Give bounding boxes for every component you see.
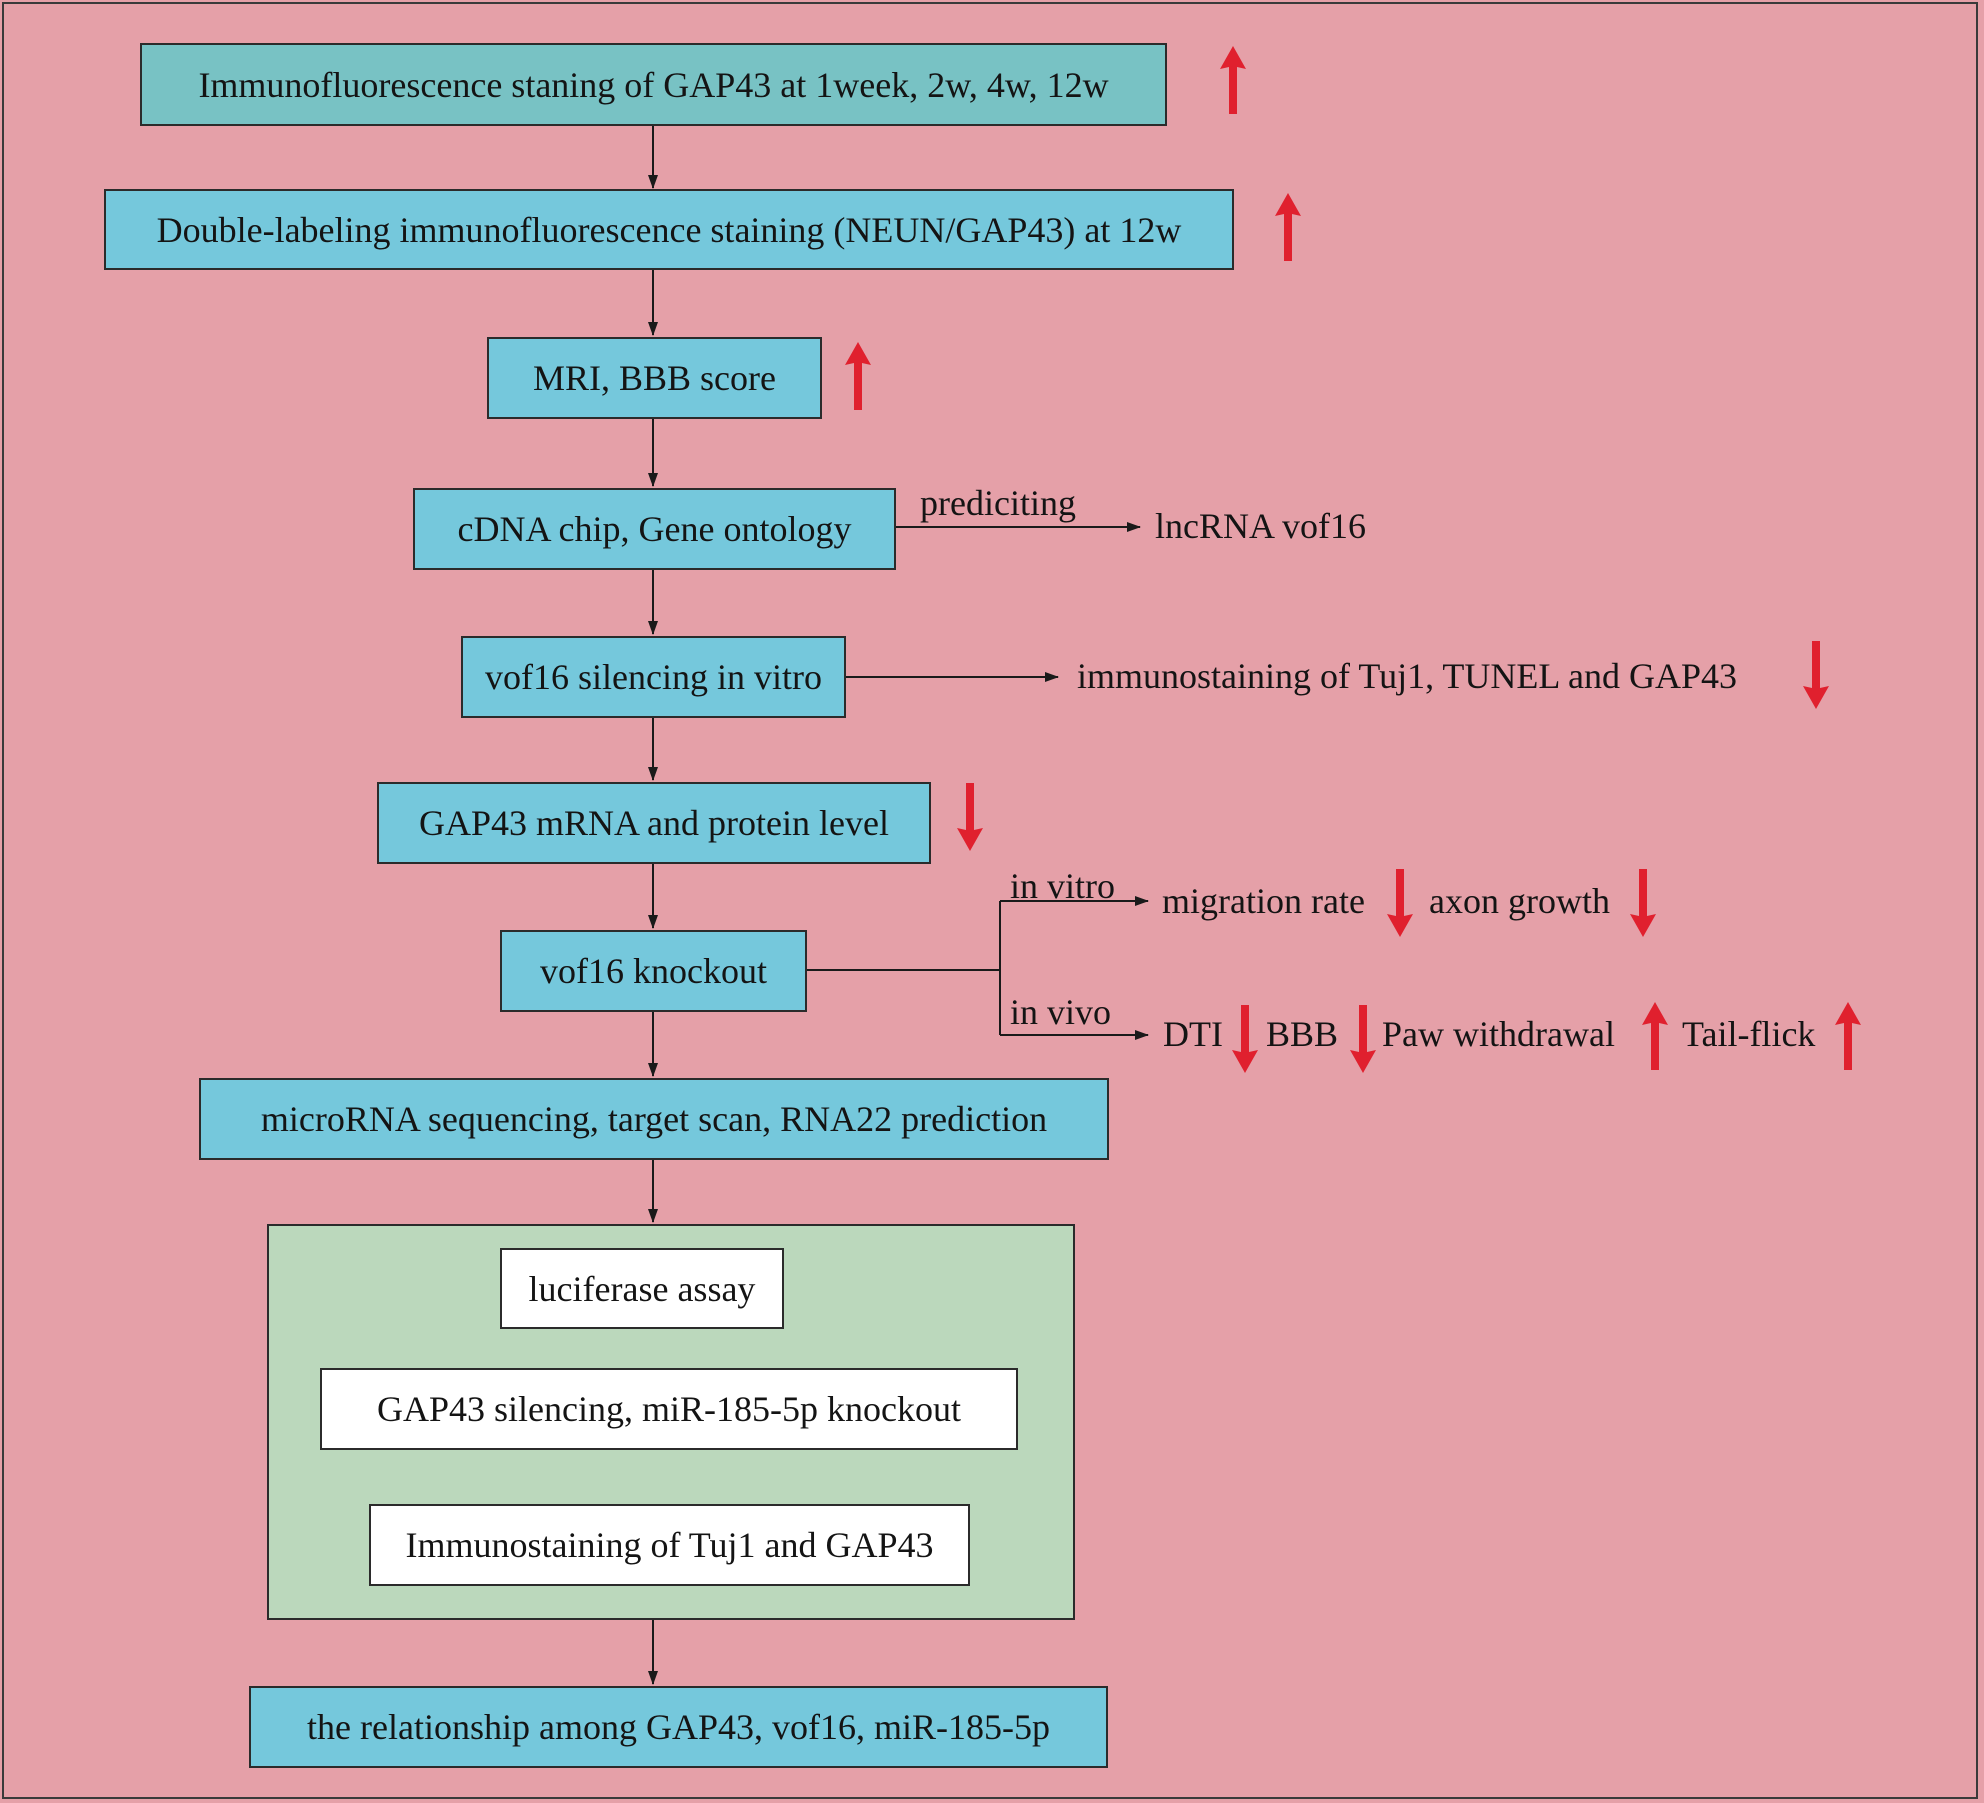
silencing-result-label: immunostaining of Tuj1, TUNEL and GAP43 xyxy=(1077,656,1738,696)
group-luciferase-box: luciferase assay xyxy=(500,1248,784,1329)
trend-paw-withdrawal-icon xyxy=(1642,1002,1668,1070)
step-double-labeling-box: Double-labeling immunofluorescence stain… xyxy=(104,189,1234,270)
lncrna-vof16-label: lncRNA vof16 xyxy=(1155,506,1366,546)
group-immunostaining-box: Immunostaining of Tuj1 and GAP43 xyxy=(369,1504,970,1586)
trend-mri-bbb-icon xyxy=(845,342,871,410)
trend-migration-rate-icon xyxy=(1387,869,1413,937)
trend-immunofluorescence-icon xyxy=(1220,46,1246,114)
in-vivo-label: in vivo xyxy=(1010,992,1112,1032)
migration-rate-label: migration rate xyxy=(1162,881,1365,921)
dti-label: DTI xyxy=(1163,1014,1223,1054)
step-cdna-chip-box: cDNA chip, Gene ontology xyxy=(413,488,896,570)
axon-growth-label: axon growth xyxy=(1429,881,1610,921)
in-vitro-label: in vitro xyxy=(1010,866,1115,906)
step-vof16-silencing-box: vof16 silencing in vitro xyxy=(461,636,846,718)
tail-flick-label: Tail-flick xyxy=(1682,1014,1816,1054)
trend-dti-icon xyxy=(1232,1005,1258,1073)
step-immunofluorescence-box: Immunofluorescence staning of GAP43 at 1… xyxy=(140,43,1167,126)
trend-axon-growth-icon xyxy=(1630,869,1656,937)
trend-bbb-icon xyxy=(1350,1005,1376,1073)
bbb-label: BBB xyxy=(1266,1014,1339,1054)
trend-gap43-level-icon xyxy=(957,783,983,851)
group-gap43-silencing-box: GAP43 silencing, miR-185-5p knockout xyxy=(320,1368,1018,1450)
step-gap43-level-box: GAP43 mRNA and protein level xyxy=(377,782,931,864)
step-mri-bbb-box: MRI, BBB score xyxy=(487,337,822,419)
predicting-label: prediciting xyxy=(920,483,1076,523)
paw-withdrawal-label: Paw withdrawal xyxy=(1382,1014,1615,1054)
trend-tail-flick-icon xyxy=(1835,1002,1861,1070)
trend-double-labeling-icon xyxy=(1275,193,1301,261)
step-microrna-sequencing-box: microRNA sequencing, target scan, RNA22 … xyxy=(199,1078,1109,1160)
step-relationship-box: the relationship among GAP43, vof16, miR… xyxy=(249,1686,1108,1768)
step-vof16-knockout-box: vof16 knockout xyxy=(500,930,807,1012)
trend-silencing-result-icon xyxy=(1803,641,1829,709)
